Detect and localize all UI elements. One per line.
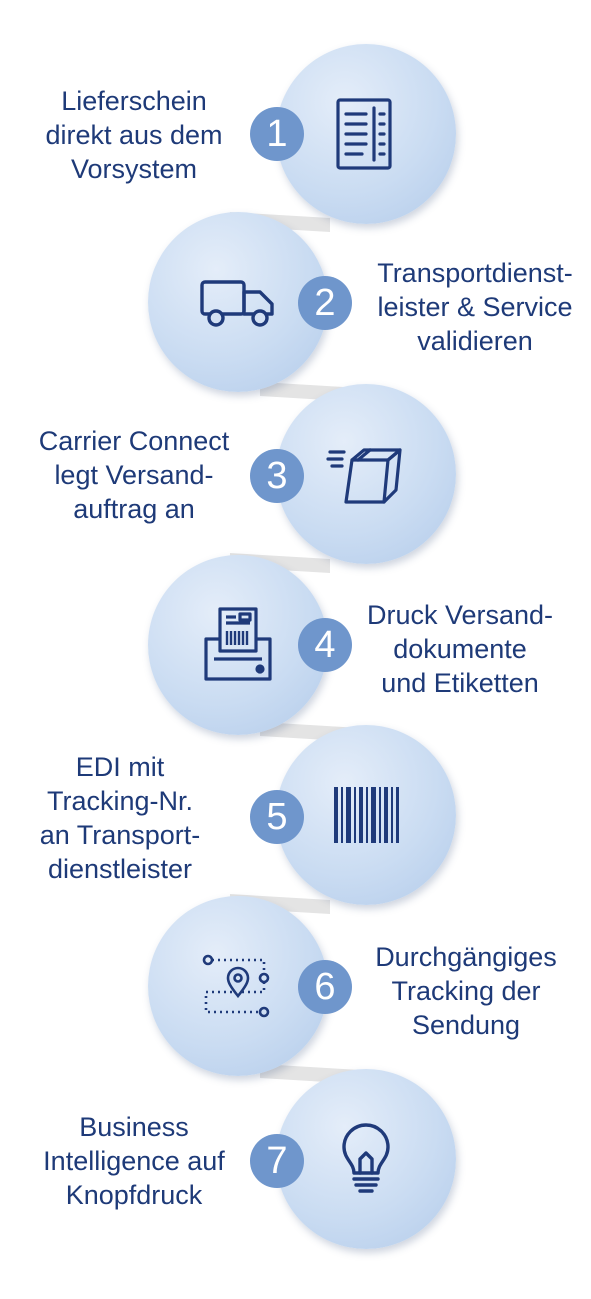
step-3-label: Carrier Connect legt Versand- auftrag an: [38, 426, 230, 524]
step-1-circle: [276, 44, 456, 224]
step-2-circle: [148, 212, 328, 392]
step-5-number: 5: [250, 790, 304, 844]
step-4-label: Druck Versand- dokumente und Etiketten: [366, 600, 554, 698]
step-3-circle: [276, 384, 456, 564]
printer-icon: [204, 607, 272, 681]
step-2-label: Transportdienst- leister & Service valid…: [377, 258, 573, 356]
step-7-label: Business Intelligence auf Knopfdruck: [43, 1112, 225, 1210]
step-2-number: 2: [298, 276, 352, 330]
step-6-label: Durchgängiges Tracking der Sendung: [375, 942, 557, 1040]
lightbulb-icon: [342, 1123, 390, 1193]
document-icon: [336, 98, 392, 170]
step-6-number: 6: [298, 960, 352, 1014]
step-7-circle: [276, 1069, 456, 1249]
barcode-icon: [334, 787, 399, 843]
step-5-label: EDI mit Tracking-Nr. an Transport- diens…: [39, 752, 201, 884]
step-3-number: 3: [250, 449, 304, 503]
step-1-number: 1: [250, 107, 304, 161]
truck-icon: [200, 280, 274, 327]
step-7-number: 7: [250, 1134, 304, 1188]
package-icon: [326, 448, 402, 504]
step-4-number: 4: [298, 618, 352, 672]
step-1-label: Lieferschein direkt aus dem Vorsystem: [45, 86, 223, 184]
step-5-circle: [276, 725, 456, 905]
route-icon: [202, 954, 270, 1018]
